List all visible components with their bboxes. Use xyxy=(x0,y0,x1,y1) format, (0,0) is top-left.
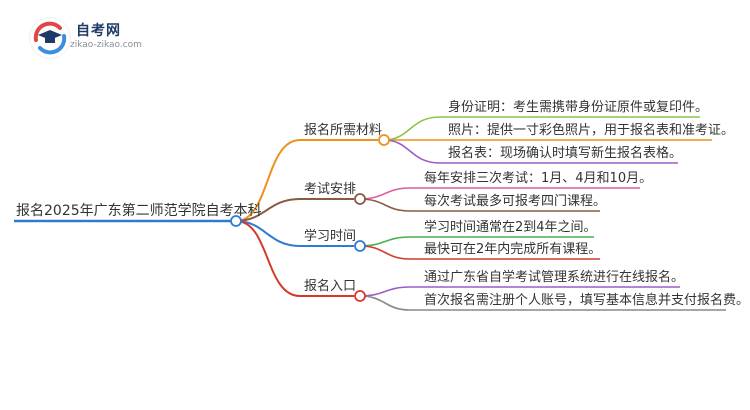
leaf-schedule-limit: 每次考试最多可报考四门课程。 xyxy=(424,194,607,209)
logo-name: 自考网 xyxy=(76,23,121,39)
leaf-connector-2-2 xyxy=(359,198,411,212)
leaf-connector-3-2 xyxy=(359,245,411,260)
branch-connector-3 xyxy=(235,220,301,247)
leaf-connector-1-1 xyxy=(383,116,441,141)
leaf-materials-form: 报名表：现场确认时填写新生报名表格。 xyxy=(448,146,683,161)
leaf-materials-photo: 照片：提供一寸彩色照片，用于报名表和准考证。 xyxy=(448,123,735,138)
leaf-connector-1-3 xyxy=(383,139,441,164)
branch-connector-1 xyxy=(235,139,301,222)
leaf-entry-online: 通过广东省自学考试管理系统进行在线报名。 xyxy=(424,270,685,285)
branch-node-1 xyxy=(378,134,390,146)
leaf-materials-id: 身份证明：考生需携带身份证原件或复印件。 xyxy=(448,100,709,115)
branch-connector-2 xyxy=(235,198,301,222)
graduation-cap-icon xyxy=(30,18,70,58)
leaf-study-duration: 学习时间通常在2到4年之间。 xyxy=(424,220,597,235)
leaf-study-fastest: 最快可在2年内完成所有课程。 xyxy=(424,242,602,257)
leaf-connector-4-2 xyxy=(359,295,411,311)
branch-node-2 xyxy=(354,193,366,205)
branch-title-materials: 报名所需材料 xyxy=(304,123,383,138)
leaf-connector-3-1 xyxy=(359,236,411,247)
leaf-schedule-times: 每年安排三次考试：1月、4月和10月。 xyxy=(424,171,653,186)
branch-title-study-time: 学习时间 xyxy=(304,229,357,244)
root-node xyxy=(230,215,242,227)
branch-connector-4 xyxy=(235,220,301,297)
root-topic: 报名2025年广东第二师范学院自考本科 xyxy=(16,203,262,219)
leaf-connector-4-1 xyxy=(359,286,411,297)
branch-title-schedule: 考试安排 xyxy=(304,182,357,197)
leaf-entry-register: 首次报名需注册个人账号，填写基本信息并支付报名费。 xyxy=(424,293,750,308)
logo-url: zikao-zikao.com xyxy=(70,40,142,50)
site-logo[interactable]: 自考网 zikao-zikao.com xyxy=(30,18,170,58)
leaf-connector-2-1 xyxy=(359,187,411,200)
branch-node-3 xyxy=(354,240,366,252)
branch-title-entry: 报名入口 xyxy=(304,279,357,294)
branch-node-4 xyxy=(354,290,366,302)
